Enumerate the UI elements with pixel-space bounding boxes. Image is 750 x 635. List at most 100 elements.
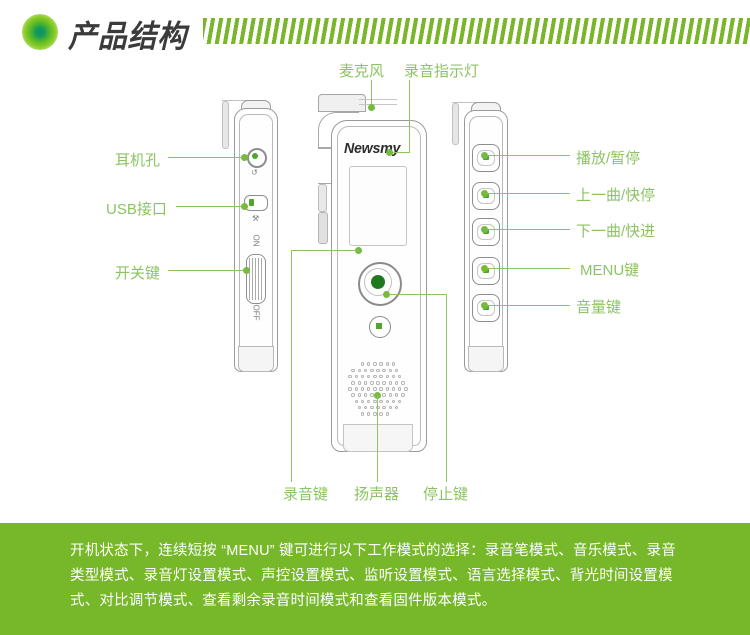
leader-line-record-key-v [291,250,292,482]
speaker-grille-dot [357,393,362,397]
microphone-line-2 [359,104,397,105]
leader-dot-play-pause [481,152,488,159]
header-stripes-decoration [203,18,750,44]
leader-dot-recording-indicator [386,149,393,156]
speaker-grille-dot [388,393,393,397]
leader-dot-next-track [481,226,488,233]
speaker-grille-dot [391,387,396,391]
leader-dot-previous-track [481,190,488,197]
leader-line-usb-port [176,206,244,207]
speaker-grille-dot [363,368,368,373]
speaker-grille-dot [382,393,386,397]
speaker-grille-dot [370,381,374,385]
speaker-grille-dot [397,387,402,391]
leader-dot-volume-key [481,302,488,309]
callout-label-power-switch: 开关键 [115,265,161,282]
speaker-grille-dot [366,374,371,379]
stop-button-center [376,323,382,329]
speaker-grille-dot [360,399,365,404]
speaker-grille-dot [366,412,371,416]
speaker-grille-dot [348,387,352,391]
record-button-center [371,275,385,289]
callout-label-usb-port: USB接口 [106,201,167,218]
power-switch-icon[interactable] [246,254,266,304]
previous-track-button[interactable] [472,182,500,210]
footer-panel: 开机状态下，连续短按 “MENU” 键可进行以下工作模式的选择：录音笔模式、音乐… [0,523,750,635]
speaker-grille-dot [370,405,374,410]
leader-line-next-track [487,229,570,230]
record-button[interactable] [358,262,402,306]
leader-line-menu-key [487,268,570,269]
stop-button[interactable] [369,316,391,338]
leader-line-stop-key-v [446,294,447,482]
callout-label-recording-indicator: 录音指示灯 [404,63,480,80]
speaker-grille-dot [348,374,352,379]
device-right-base [468,346,504,372]
speaker-grille-dot [370,368,374,373]
brand-logo: Newsmy [344,140,401,157]
speaker-grille-dot [373,374,377,379]
switch-on-label: ON [251,234,261,247]
speaker-grille-dot [394,381,399,385]
device-left-side-view: ↺ ⚒ ON OFF [222,100,288,372]
device-side-tab-left [318,184,327,212]
speaker-grille-dot [351,393,355,397]
speaker-grille-dot [385,362,390,366]
callout-label-previous-track: 上一曲/快停 [576,187,656,204]
usb-port-center [249,198,254,206]
play-pause-button-ring [477,150,495,166]
device-side-tab-right [318,212,328,244]
menu-button-ring [477,263,495,279]
leader-line-earphone-jack [168,157,244,158]
speaker-grille-dot [363,393,368,397]
power-switch-ridges [249,258,263,300]
callout-label-stop-key: 停止键 [423,486,469,503]
speaker-grille-dot [385,387,390,391]
device-right-cap-line [452,102,490,103]
speaker-grille-dot [385,374,390,379]
record-button-ring [364,268,392,296]
leader-dot-earphone-jack [241,154,248,161]
speaker-grille-dot [351,368,355,373]
section-header: 产品结构 [0,0,750,62]
earphone-symbol-icon: ↺ [251,168,258,177]
speaker-grille-dot [360,387,365,391]
leader-line-recording-indicator-h [389,152,410,153]
earphone-jack-center [252,153,258,159]
speaker-grille-dot [382,405,386,410]
speaker-grille-dot [379,412,383,416]
speaker-grille-dot [373,412,377,416]
leader-dot-microphone [368,104,375,111]
speaker-grille-dot [385,412,390,416]
speaker-grille-dot [363,381,368,385]
callout-label-microphone: 麦克风 [339,63,385,80]
speaker-grille-dot [370,393,374,397]
speaker-grille-dot [394,368,399,373]
previous-track-button-ring [477,188,495,204]
speaker-grille-dot [354,387,359,391]
speaker-grille-dot [385,399,390,404]
speaker-grille-dot [394,393,399,397]
footer-description: 开机状态下，连续短按 “MENU” 键可进行以下工作模式的选择：录音笔模式、音乐… [70,543,676,609]
leader-dot-stop-key [383,291,390,298]
speaker-grille-dot [382,381,386,385]
speaker-grille-dot [373,387,377,391]
callout-label-speaker: 扬声器 [354,486,400,503]
leader-line-previous-track [487,193,570,194]
microphone-line-1 [359,99,397,100]
green-circle-icon [22,14,58,50]
device-front-view: Newsmy [318,94,436,474]
leader-line-record-key-h [291,250,359,251]
leader-dot-usb-port [241,203,248,210]
callout-label-menu-key: MENU键 [580,262,640,279]
leader-dot-power-switch [243,267,250,274]
speaker-grille-dot [379,362,383,366]
speaker-grille-dot [391,374,396,379]
speaker-grille-dot [366,387,371,391]
speaker-grille-dot [382,368,386,373]
speaker-grille-dot [397,374,402,379]
speaker-grille-dot [391,399,396,404]
speaker-grille-dot [397,399,402,404]
speaker-grille-dot [363,405,368,410]
